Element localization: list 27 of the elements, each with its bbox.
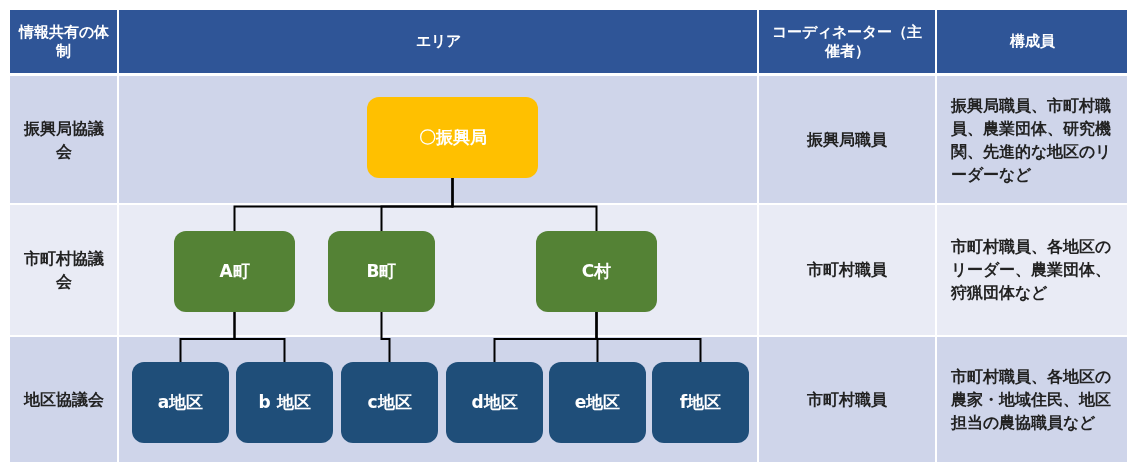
area-box: B町 <box>328 231 435 312</box>
header-cell: エリア <box>119 10 757 73</box>
tree-connector <box>451 177 598 232</box>
coordinator-text: 市町村職員 <box>806 259 888 282</box>
members-text: 市町村職員、各地区の農家・地域住民、地区担当の農協職員など <box>951 365 1112 435</box>
area-box: 〇振興局 <box>367 97 538 178</box>
members-text: 市町村職員、各地区のリーダー、農業団体、狩猟団体など <box>951 236 1112 305</box>
area-box: c地区 <box>341 362 438 443</box>
header-cell: 情報共有の体制 <box>10 10 117 73</box>
header-cell: コーディネーター（主催者） <box>759 10 935 73</box>
area-box: d地区 <box>446 362 543 443</box>
coordinator-text: 市町村職員 <box>806 388 888 411</box>
tree-connector <box>380 311 391 363</box>
area-box: e地区 <box>549 362 646 443</box>
row-header: 振興局協議会 <box>22 117 105 163</box>
area-box: C村 <box>536 231 657 312</box>
area-box: A町 <box>174 231 295 312</box>
area-box: a地区 <box>132 362 229 443</box>
header-cell: 構成員 <box>937 10 1127 73</box>
coordinator-text: 振興局職員 <box>805 128 888 151</box>
row-header: 地区協議会 <box>22 388 105 411</box>
tree-connector <box>233 311 286 363</box>
members-text: 振興局職員、市町村職員、農業団体、研究機関、先進的な地区のリーダーなど <box>951 94 1112 186</box>
row-header: 市町村協議会 <box>22 247 105 293</box>
area-box: b 地区 <box>236 362 333 443</box>
tree-connector <box>595 311 702 363</box>
area-box: f地区 <box>652 362 749 443</box>
